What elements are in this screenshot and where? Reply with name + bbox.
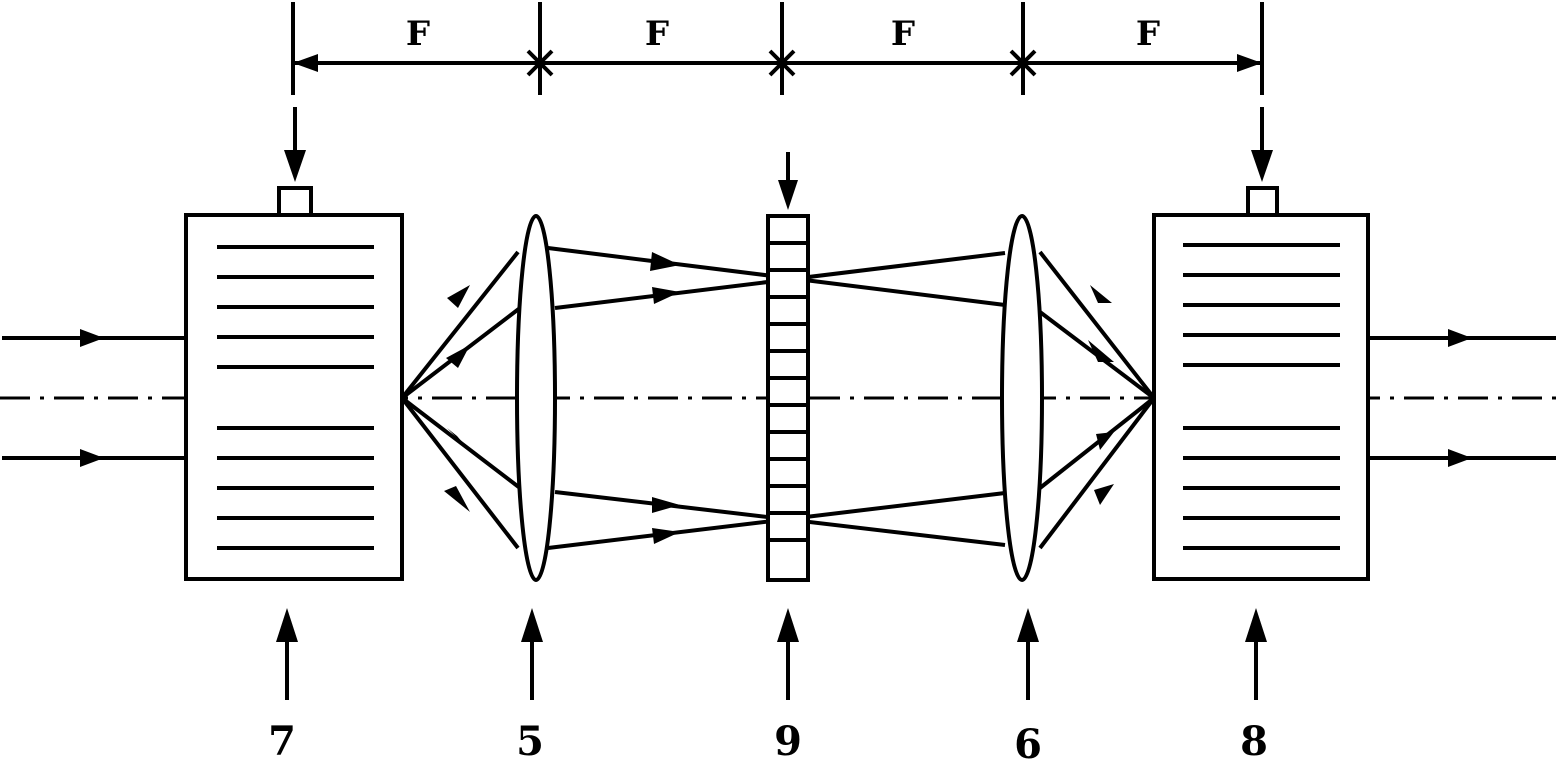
label-modulator-right: 8 xyxy=(1240,718,1268,761)
dimension-label-2: F xyxy=(645,14,669,54)
modulator-left xyxy=(186,188,402,579)
label-lens-left: 5 xyxy=(516,718,544,761)
center-segmented-element xyxy=(768,216,808,580)
dimension-line xyxy=(293,2,1262,95)
modulator-right xyxy=(1154,188,1368,579)
lens-left xyxy=(517,216,555,580)
lens-right xyxy=(1002,216,1042,580)
label-lens-right: 6 xyxy=(1014,721,1042,761)
label-center-element: 9 xyxy=(774,718,802,761)
dimension-label-4: F xyxy=(1136,14,1160,54)
dimension-label-3: F xyxy=(891,14,915,54)
label-pointers xyxy=(276,608,1267,700)
rays-left-fan xyxy=(402,252,520,548)
label-modulator-left: 7 xyxy=(268,718,296,761)
dimension-label-1: F xyxy=(406,14,430,54)
rays-right-fan xyxy=(1040,252,1154,548)
